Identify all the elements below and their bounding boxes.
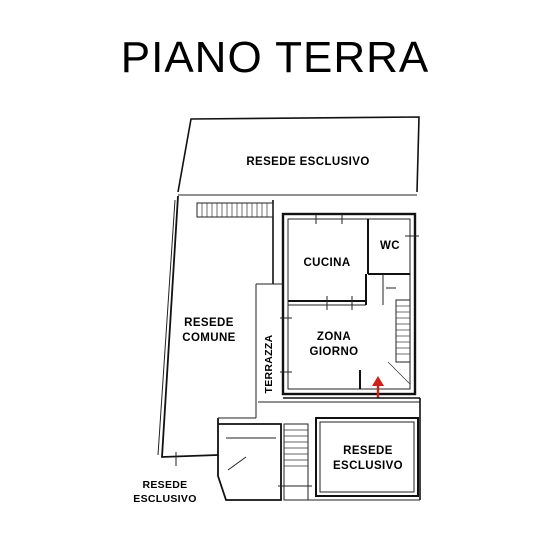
label-resede-esclusivo-left-2: ESCLUSIVO xyxy=(133,493,196,505)
staircase-top xyxy=(196,202,274,218)
label-resede-esclusivo-top: RESEDE ESCLUSIVO xyxy=(246,156,369,168)
zone-resede-esclusivo-top: RESEDE ESCLUSIVO xyxy=(177,116,420,196)
zone-resede-comune: RESEDE COMUNE xyxy=(157,195,274,458)
label-zona-giorno-1: ZONA xyxy=(317,331,351,343)
label-terrazza: TERRAZZA xyxy=(263,334,275,393)
label-resede-esclusivo-right-1: RESEDE xyxy=(343,445,393,457)
entrance-arrow-icon xyxy=(372,376,384,398)
label-wc: WC xyxy=(380,240,400,252)
label-zona-giorno-2: GIORNO xyxy=(309,346,358,358)
label-resede-comune-1: RESEDE xyxy=(184,317,234,329)
plan-title: PIANO TERRA xyxy=(121,33,429,82)
zone-terrazza: TERRAZZA xyxy=(256,283,283,393)
lower-band: RESEDE ESCLUSIVO xyxy=(217,397,421,501)
label-resede-esclusivo-right-2: ESCLUSIVO xyxy=(333,460,403,472)
zone-resede-esclusivo-left: RESEDE ESCLUSIVO xyxy=(133,452,196,505)
house-block: CUCINA WC ZONA GIORNO xyxy=(280,212,419,398)
label-cucina: CUCINA xyxy=(303,257,350,269)
label-resede-comune-2: COMUNE xyxy=(182,332,236,344)
label-resede-esclusivo-left-1: RESEDE xyxy=(143,479,188,491)
